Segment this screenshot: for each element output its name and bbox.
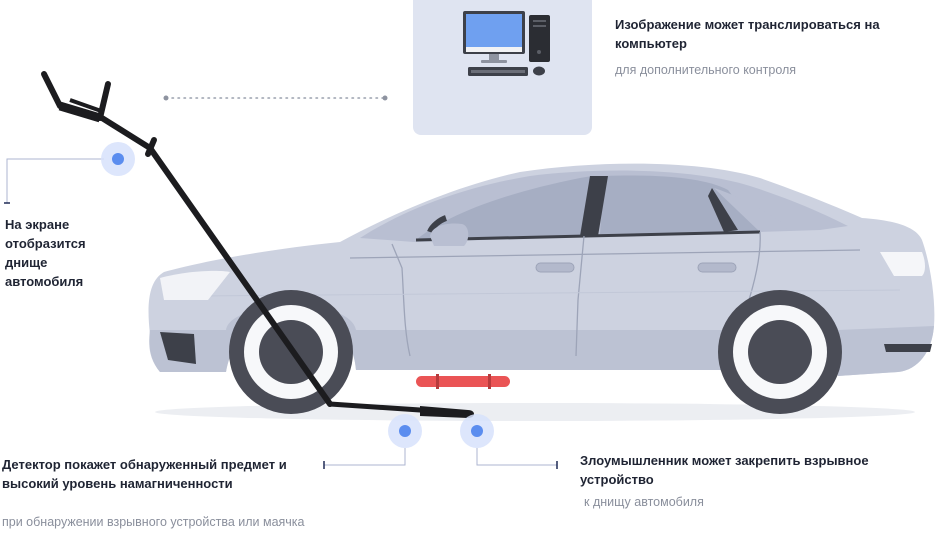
mouse-icon bbox=[533, 66, 545, 76]
detector-callout-subtitle: при обнаружении взрывного устройства или… bbox=[2, 515, 305, 529]
rear-wheel bbox=[718, 290, 842, 414]
inspection-mirror-icon bbox=[41, 71, 474, 418]
computer-callout-title: Изображение может транслироваться на ком… bbox=[615, 17, 880, 51]
computer-callout-subtitle: для дополнительного контроля bbox=[615, 63, 797, 77]
attacker-callout-title: Злоумышленник может закрепить взрывное у… bbox=[580, 453, 869, 487]
connector-detector bbox=[324, 448, 406, 466]
detector-callout-title: Детектор покажет обнаруженный предмет и … bbox=[2, 457, 287, 491]
marker-detector bbox=[388, 414, 422, 448]
system-unit-icon bbox=[529, 15, 550, 62]
marker-attacker bbox=[460, 414, 494, 448]
keyboard-icon bbox=[468, 67, 528, 76]
attacker-callout-subtitle: к днищу автомобиля bbox=[584, 495, 704, 509]
marker-screen bbox=[101, 142, 135, 176]
connector-attacker bbox=[476, 448, 557, 466]
connector-screen bbox=[6, 158, 104, 203]
explosive-device-icon bbox=[416, 374, 510, 389]
computer-monitor-icon bbox=[463, 11, 525, 63]
screen-callout-title: На экране отобразится днище автомобиля bbox=[5, 217, 86, 289]
